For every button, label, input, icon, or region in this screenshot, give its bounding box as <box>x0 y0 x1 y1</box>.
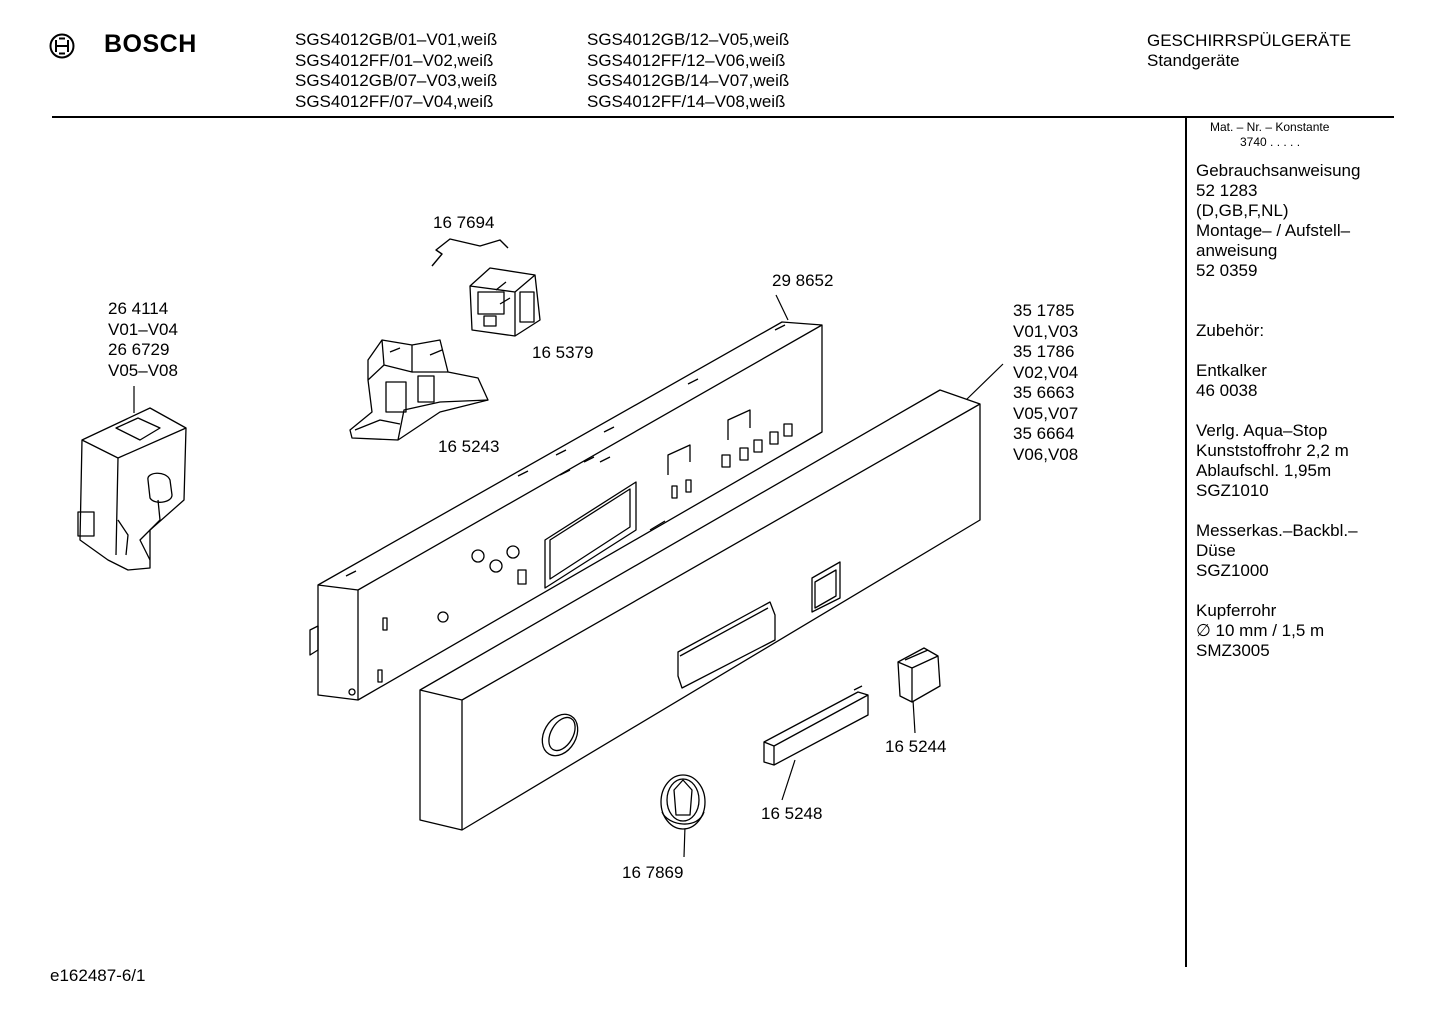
part-label-16-7869: 16 7869 <box>622 863 684 882</box>
model-line: SGS4012GB/07–V03,weiß <box>295 71 498 90</box>
part-label-line: V05,V07 <box>1013 403 1079 423</box>
sidebar-spacer <box>1196 401 1360 421</box>
part-label-line: 35 1785 <box>1013 301 1075 320</box>
model-line: SGS4012FF/12–V06,weiß <box>587 50 786 70</box>
control-panel-rear <box>309 321 823 701</box>
sidebar-spacer <box>1196 301 1360 321</box>
wire-spring <box>431 238 509 267</box>
sidebar-line: Zubehör: <box>1196 321 1265 340</box>
connector-block <box>469 267 541 337</box>
model-list-2: SGS4012GB/12–V05,weiß SGS4012FF/12–V06,w… <box>587 30 789 112</box>
sidebar-line: SGZ1010 <box>1196 481 1269 500</box>
sidebar-line: Montage– / Aufstell– <box>1196 221 1351 240</box>
bosch-logo-icon <box>49 33 75 59</box>
document-id: e162487-6/1 <box>50 966 146 985</box>
model-line: SGS4012FF/07–V04,weiß <box>295 91 494 111</box>
sidebar-line: Ablaufschl. 1,95m <box>1196 461 1332 480</box>
sidebar-line: 52 1283 <box>1196 181 1258 200</box>
sidebar-line: SGZ1000 <box>1196 561 1269 580</box>
sidebar-line: anweisung <box>1196 241 1278 260</box>
sidebar-spacer <box>1196 281 1360 301</box>
part-label-16-5243: 16 5243 <box>438 437 500 456</box>
part-label-line: V05–V08 <box>108 360 178 380</box>
sidebar-line: Verlg. Aqua–Stop <box>1196 421 1328 440</box>
rotary-knob <box>660 774 706 830</box>
part-label-line: 35 1786 <box>1013 342 1075 361</box>
sidebar-spacer <box>1196 501 1360 521</box>
part-label-line: 35 6663 <box>1013 383 1075 402</box>
category-title: GESCHIRRSPÜLGERÄTE <box>1147 31 1352 50</box>
brand-name: BOSCH <box>104 30 197 58</box>
bracket-assembly <box>349 339 489 441</box>
sidebar-line: SMZ3005 <box>1196 641 1270 660</box>
part-label-line: V06,V08 <box>1013 444 1079 464</box>
model-line: SGS4012GB/01–V01,weiß <box>295 30 498 49</box>
part-label-line: V01,V03 <box>1013 321 1079 341</box>
sidebar-line: (D,GB,F,NL) <box>1196 201 1289 220</box>
front-fascia-panel <box>419 389 981 831</box>
part-label-35-1785: 35 1785 V01,V03 35 1786 V02,V04 35 6663 … <box>1013 301 1078 465</box>
sidebar-line: Düse <box>1196 541 1236 560</box>
model-line: SGS4012FF/14–V08,weiß <box>587 91 786 111</box>
model-line: SGS4012GB/14–V07,weiß <box>587 71 790 90</box>
part-label-line: 35 6664 <box>1013 424 1075 443</box>
program-switch <box>77 407 187 571</box>
part-label-16-5244: 16 5244 <box>885 737 947 756</box>
mat-nr-label: Mat. – Nr. – Konstante <box>1210 120 1330 134</box>
sidebar-spacer <box>1196 341 1360 361</box>
mat-nr-value: 3740 . . . . . <box>1240 135 1301 149</box>
part-label-line: V01–V04 <box>108 319 178 339</box>
model-list-1: SGS4012GB/01–V01,weiß SGS4012FF/01–V02,w… <box>295 30 497 112</box>
part-label-26-4114: 26 4114 V01–V04 26 6729 V05–V08 <box>108 299 178 381</box>
part-label-line: 26 4114 <box>108 299 169 318</box>
part-label-line: V02,V04 <box>1013 362 1079 382</box>
sidebar-line: Gebrauchsanweisung <box>1196 161 1361 180</box>
sidebar-line: Kupferrohr <box>1196 601 1277 620</box>
strip-button <box>763 685 869 766</box>
sidebar-line: 52 0359 <box>1196 261 1258 280</box>
model-line: SGS4012GB/12–V05,weiß <box>587 30 790 49</box>
sidebar-line: ∅ 10 mm / 1,5 m <box>1196 621 1325 640</box>
part-label-line: 26 6729 <box>108 340 170 359</box>
part-label-29-8652: 29 8652 <box>772 271 834 290</box>
sidebar-spacer <box>1196 581 1360 601</box>
sidebar-notes: Gebrauchsanweisung 52 1283 (D,GB,F,NL) M… <box>1196 161 1360 661</box>
sidebar-line: 46 0038 <box>1196 381 1258 400</box>
model-line: SGS4012FF/01–V02,weiß <box>295 50 494 70</box>
part-label-16-5379: 16 5379 <box>532 343 594 362</box>
part-label-16-5248: 16 5248 <box>761 804 823 823</box>
sidebar-line: Entkalker <box>1196 361 1267 380</box>
sidebar-line: Messerkas.–Backbl.– <box>1196 521 1358 540</box>
push-button <box>897 647 941 703</box>
part-label-16-7694: 16 7694 <box>433 213 495 232</box>
leader-lines <box>133 294 1004 858</box>
subcategory-title: Standgeräte <box>1147 51 1240 70</box>
sidebar-line: Kunststoffrohr 2,2 m <box>1196 441 1349 460</box>
